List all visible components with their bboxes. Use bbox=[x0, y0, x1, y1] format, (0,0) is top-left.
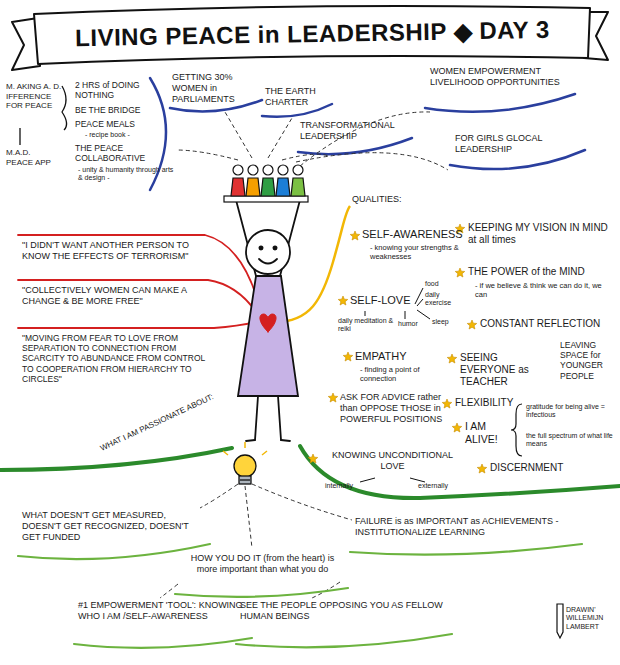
note-text: - unity & humanity through arts & design… bbox=[78, 166, 178, 183]
pen-icon bbox=[557, 604, 563, 638]
note-text: M.A.D. PEACE APP bbox=[6, 148, 56, 167]
leader-figure bbox=[236, 200, 300, 441]
lightbulb bbox=[223, 442, 267, 484]
note-text: SELF-AWARENESS bbox=[362, 228, 472, 241]
note-text: daily meditation & reiki bbox=[338, 317, 396, 334]
star-bullet bbox=[442, 399, 452, 408]
note-text: "MOVING FROM FEAR TO LOVE FROM SEPARATIO… bbox=[22, 333, 212, 384]
dashed-links bbox=[160, 484, 352, 598]
note-text: BE THE BRIDGE bbox=[75, 105, 165, 115]
title-text: LIVING PEACE in LEADERSHIP ◆ DAY 3 bbox=[40, 15, 585, 53]
note-text: FOR GIRLS GLOCAL LEADERSHIP bbox=[455, 133, 580, 155]
branch-lines bbox=[360, 478, 425, 482]
note-text: - recipe book - bbox=[85, 131, 165, 139]
note-text: ASK FOR ADVICE rather than OPPOSE THOSE … bbox=[340, 392, 448, 424]
star-bullet bbox=[350, 231, 360, 240]
note-text: SEE THE PEOPLE OPPOSING YOU AS FELLOW HU… bbox=[240, 600, 445, 622]
note-text: THE EARTH CHARTER bbox=[265, 86, 330, 108]
note-text: THE POWER of the MIND bbox=[468, 266, 608, 278]
note-text: SELF-LOVE bbox=[350, 294, 420, 307]
dashed-links bbox=[176, 112, 448, 170]
bracket bbox=[511, 404, 522, 456]
note-text: "I DIDN'T WANT ANOTHER PERSON TO KNOW TH… bbox=[22, 240, 207, 262]
note-text: - knowing your strengths & weaknesses bbox=[370, 243, 470, 261]
underline-arcs bbox=[18, 544, 582, 648]
note-text: GETTING 30% WOMEN in PARLIAMENTS bbox=[172, 72, 260, 104]
note-text: EMPATHY bbox=[355, 350, 425, 363]
star-bullet bbox=[308, 454, 318, 463]
note-text: "COLLECTIVELY WOMEN CAN MAKE A CHANGE & … bbox=[22, 285, 207, 307]
note-text: DISCERNMENT bbox=[490, 462, 600, 474]
note-text: TRANSFORMATIONAL LEADERSHIP bbox=[300, 120, 410, 142]
star-bullet bbox=[467, 320, 477, 329]
star-bullet bbox=[477, 464, 487, 473]
note-text: sleep bbox=[432, 318, 462, 326]
note-text: - finding a point of connection bbox=[360, 365, 445, 383]
note-text: WHAT I AM PASSIONATE ABOUT: bbox=[99, 392, 215, 453]
note-text: #1 EMPOWERMENT 'TOOL': KNOWING WHO I AM … bbox=[78, 600, 248, 622]
note-text: QUALITIES: bbox=[352, 194, 432, 205]
note-text: WHAT DOESN'T GET MEASURED, DOESN'T GET R… bbox=[22, 510, 202, 542]
note-text: I AM ALIVE! bbox=[465, 420, 515, 445]
note-text: externally bbox=[418, 482, 463, 490]
star-bullet bbox=[343, 352, 353, 361]
star-bullet bbox=[455, 268, 465, 277]
note-text: internally bbox=[325, 482, 370, 490]
note-text: humor bbox=[398, 320, 428, 328]
star-bullet bbox=[452, 423, 462, 432]
star-bullet bbox=[447, 354, 457, 363]
note-text: FAILURE is as IMPORTANT as ACHIEVEMENTS … bbox=[355, 516, 575, 538]
note-text: daily exercise bbox=[425, 291, 467, 308]
note-text: CONSTANT REFLECTION bbox=[480, 318, 610, 330]
star-bullets bbox=[308, 224, 487, 473]
note-text: - if we believe & think we can do it, we… bbox=[475, 281, 605, 299]
note-text: M. AKING A. D. IFFERENCE FOR PEACE bbox=[6, 82, 62, 111]
note-text: PEACE MEALS bbox=[75, 119, 165, 129]
note-text: 2 HRS of DOING NOTHING bbox=[75, 80, 150, 100]
note-text: KNOWING UNCONDITIONAL LOVE bbox=[320, 450, 465, 472]
note-text: WOMEN EMPOWERMENT LIVELIHOOD OPPORTUNITI… bbox=[430, 66, 570, 88]
star-bullet bbox=[338, 296, 348, 305]
ground-line bbox=[0, 446, 620, 498]
note-text: the full spectrum of what life means bbox=[526, 432, 616, 449]
note-text: THE PEACE COLLABORATIVE bbox=[75, 143, 175, 163]
held-people bbox=[224, 165, 308, 202]
title-banner bbox=[12, 6, 608, 70]
quote-lines bbox=[18, 235, 262, 328]
note-text: gratitude for being alive = infectious bbox=[526, 403, 616, 420]
note-text: food bbox=[425, 280, 455, 288]
star-bullet bbox=[328, 393, 338, 402]
note-text: FLEXIBILITY bbox=[455, 397, 530, 409]
note-text: LEAVING SPACE for YOUNGER PEOPLE bbox=[560, 340, 616, 381]
note-text: HOW YOU DO IT (from the heart) is more i… bbox=[180, 553, 345, 575]
note-text: KEEPING MY VISION IN MIND at all times bbox=[468, 222, 608, 246]
note-text: DRAWIN' WILLEMIJN LAMBERT bbox=[566, 606, 614, 631]
note-text: SEEING EVERYONE as TEACHER bbox=[460, 352, 555, 388]
